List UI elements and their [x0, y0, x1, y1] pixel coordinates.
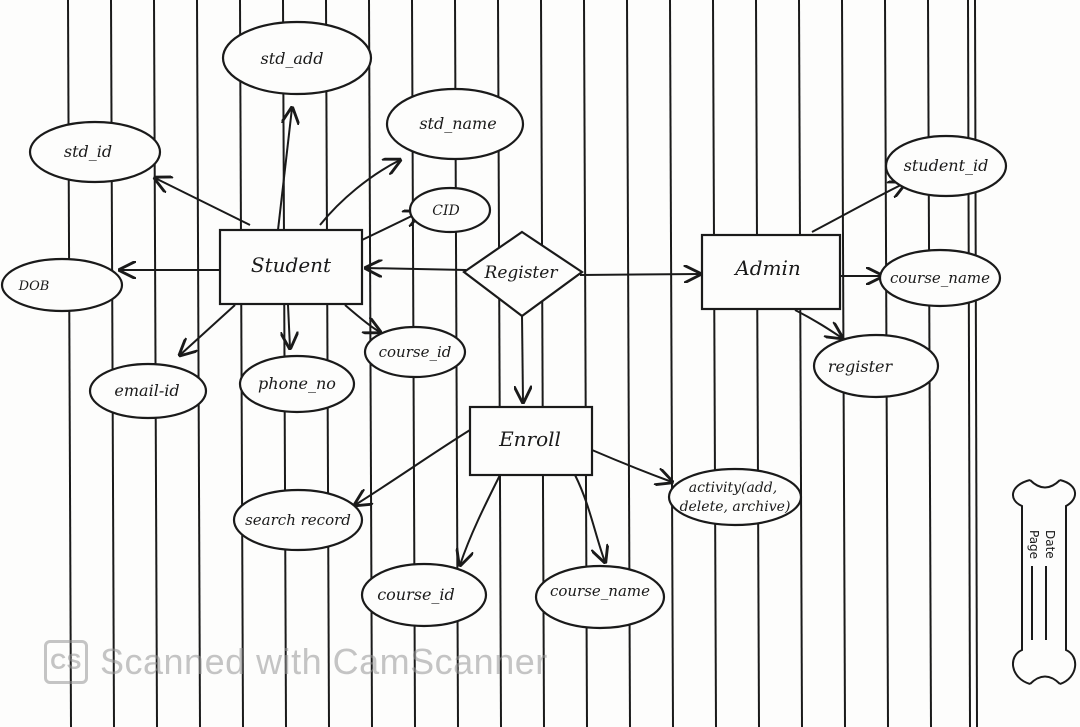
- stamp-date-label: Date: [1043, 530, 1057, 559]
- attr-search-record-label: search record: [245, 511, 351, 529]
- attr-activity-line2: delete, archive): [680, 499, 791, 515]
- relationship-register-label: Register: [484, 263, 559, 283]
- attr-course-id-enroll-label: course_id: [377, 585, 455, 604]
- attr-cid-label: CID: [432, 203, 459, 219]
- connectors: [120, 108, 905, 565]
- attr-course-id-enroll: course_id: [360, 562, 488, 628]
- stamp-page-label: Page: [1027, 530, 1041, 559]
- attr-course-name-admin: course_name: [878, 248, 1002, 308]
- attr-activity: activity(add, delete, archive): [667, 467, 803, 527]
- entity-enroll: Enroll: [468, 405, 594, 477]
- relationship-register: Register: [462, 230, 584, 318]
- attr-std-add: std_add: [221, 20, 373, 96]
- attr-dob: DOB: [0, 257, 124, 313]
- attr-email-id-label: email-id: [114, 381, 179, 400]
- attr-dob-label: DOB: [18, 279, 50, 294]
- attr-std-add-label: std_add: [261, 49, 324, 68]
- attr-phone-no-label: phone_no: [258, 374, 336, 393]
- attr-student-id-label: student_id: [904, 156, 989, 175]
- attr-cid: CID: [408, 186, 492, 234]
- attr-register-label: register: [828, 357, 894, 376]
- entity-enroll-label: Enroll: [498, 427, 561, 451]
- entity-admin-label: Admin: [733, 256, 801, 280]
- attr-activity-line1: activity(add,: [689, 480, 777, 496]
- camscanner-watermark: CS Scanned with CamScanner: [44, 640, 548, 684]
- attr-register: register: [812, 333, 940, 399]
- attr-phone-no: phone_no: [238, 354, 356, 414]
- entity-student: Student: [218, 228, 364, 306]
- attr-std-id: std_id: [28, 120, 162, 184]
- attr-std-id-label: std_id: [64, 142, 112, 161]
- attr-course-name-enroll-label: course_name: [550, 582, 650, 600]
- attr-course-id-student: course_id: [363, 325, 467, 379]
- attr-std-name-label: std_name: [419, 114, 496, 133]
- attr-course-name-admin-label: course_name: [890, 269, 990, 287]
- attr-course-name-enroll: course_name: [534, 564, 666, 630]
- entity-student-label: Student: [251, 253, 332, 277]
- camscanner-logo-icon: CS: [44, 640, 88, 684]
- attr-course-id-student-label: course_id: [379, 343, 452, 361]
- attr-std-name: std_name: [385, 87, 525, 161]
- attr-search-record: search record: [232, 488, 364, 552]
- margin-stamp: Date Page: [1012, 479, 1076, 685]
- attr-email-id: email-id: [88, 362, 208, 420]
- entity-admin: Admin: [700, 233, 842, 311]
- attr-student-id: student_id: [884, 134, 1008, 198]
- watermark-text: Scanned with CamScanner: [100, 641, 548, 682]
